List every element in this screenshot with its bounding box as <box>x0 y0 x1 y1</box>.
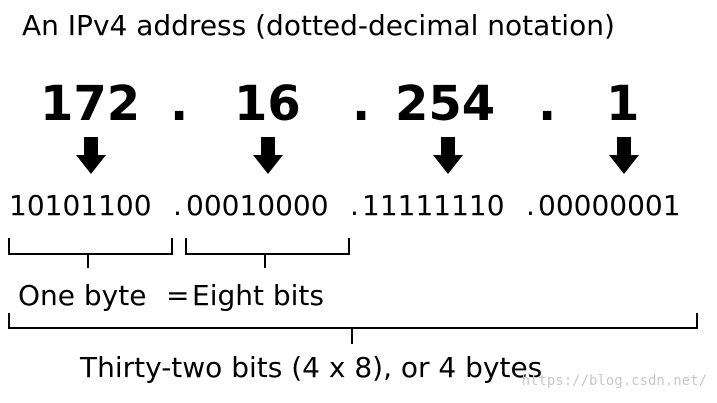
binary-dot-1: . <box>173 189 182 222</box>
down-arrow-icon <box>253 137 283 174</box>
down-arrow-icon <box>609 137 639 174</box>
binary-dot-2: . <box>350 189 359 222</box>
down-arrow-icon <box>433 137 463 174</box>
byte-bracket-2 <box>185 238 350 268</box>
octet-2: 16 <box>234 76 301 132</box>
total-label: Thirty-two bits (4 x 8), or 4 bytes <box>80 351 543 384</box>
binary-octet-1: 10101100 <box>9 189 152 222</box>
binary-dot-3: . <box>526 189 535 222</box>
byte-label-equals: = <box>166 279 190 312</box>
total-bracket <box>8 313 698 344</box>
octet-1: 172 <box>40 76 141 132</box>
octet-4: 1 <box>606 76 640 132</box>
binary-octet-4: 00000001 <box>538 189 681 222</box>
down-arrow-icon <box>76 137 106 174</box>
binary-octet-2: 00010000 <box>186 189 329 222</box>
octet-3: 254 <box>395 76 496 132</box>
byte-label-right: Eight bits <box>192 279 324 312</box>
decimal-dot-2: . <box>352 76 371 132</box>
decimal-dot-1: . <box>170 76 189 132</box>
byte-bracket-1 <box>8 238 173 268</box>
byte-label-left: One byte <box>18 279 147 312</box>
decimal-dot-3: . <box>538 76 557 132</box>
watermark: https://blog.csdn.net/ <box>521 373 707 389</box>
binary-octet-3: 11111110 <box>362 189 505 222</box>
diagram-title: An IPv4 address (dotted-decimal notation… <box>22 9 615 42</box>
